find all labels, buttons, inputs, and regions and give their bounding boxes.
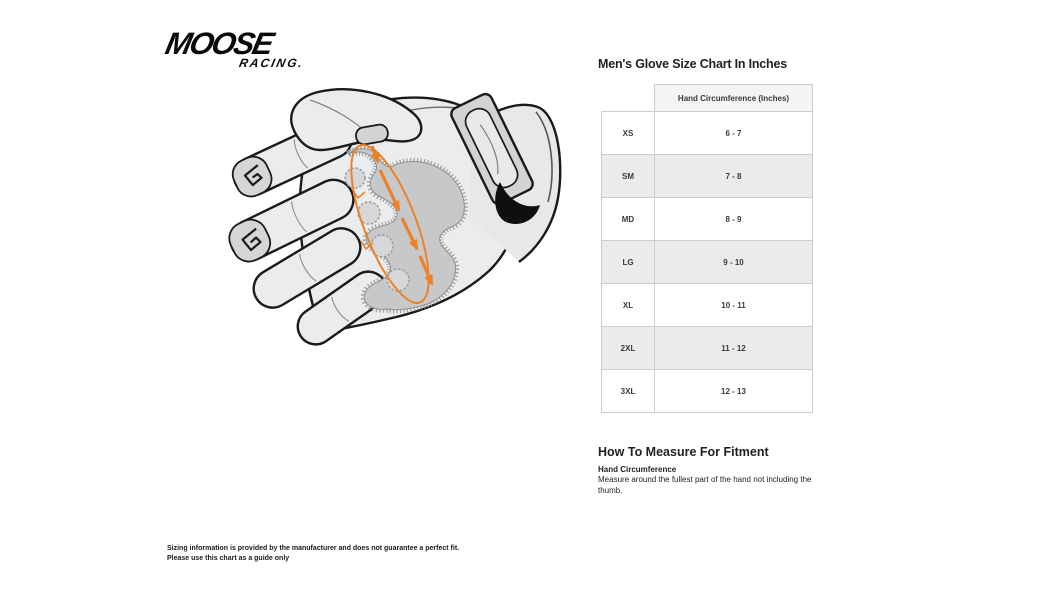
table-row: 3XL 12 - 13 <box>601 369 813 413</box>
table-row: LG 9 - 10 <box>601 240 813 284</box>
range-cell: 6 - 7 <box>654 111 813 155</box>
size-chart-title: Men's Glove Size Chart In Inches <box>598 57 787 71</box>
how-to-measure-section: How To Measure For Fitment Hand Circumfe… <box>598 445 820 496</box>
range-cell: 8 - 9 <box>654 197 813 241</box>
table-row: SM 7 - 8 <box>601 154 813 198</box>
glove-thumb-pad <box>355 123 389 146</box>
measure-instructions: Measure around the fullest part of the h… <box>598 475 812 495</box>
range-cell: 7 - 8 <box>654 154 813 198</box>
table-row: MD 8 - 9 <box>601 197 813 241</box>
range-cell: 11 - 12 <box>654 326 813 370</box>
glove-black-accent <box>495 182 540 225</box>
how-to-measure-heading: How To Measure For Fitment <box>598 445 769 459</box>
moose-racing-logo: MOOSE RACING. <box>162 26 306 70</box>
glove-pad-circles <box>344 167 410 292</box>
size-cell: XL <box>601 283 655 327</box>
hand-circumference-subheading: Hand Circumference <box>598 465 677 474</box>
glove-ring-finger <box>252 227 362 309</box>
table-row: 2XL 11 - 12 <box>601 326 813 370</box>
glove-thumb <box>290 88 423 152</box>
table-row: XL 10 - 11 <box>601 283 813 327</box>
disclaimer-line-2: Please use this chart as a guide only <box>167 555 290 563</box>
size-cell: LG <box>601 240 655 284</box>
glove-cuff-strap <box>450 92 534 206</box>
size-cell: XS <box>601 111 655 155</box>
disclaimer-line-1: Sizing information is provided by the ma… <box>167 545 460 552</box>
range-cell: 12 - 13 <box>654 369 813 413</box>
table-row: XS 6 - 7 <box>601 111 813 155</box>
hand-circumference-header-cell: Hand Circumference (Inches) <box>654 84 813 112</box>
range-cell: 9 - 10 <box>654 240 813 284</box>
sizing-disclaimer: Sizing information is provided by the ma… <box>167 544 459 564</box>
circumference-measurement-arrows <box>350 144 434 304</box>
size-cell: 2XL <box>601 326 655 370</box>
logo-wordmark-racing: RACING. <box>237 56 306 70</box>
size-cell: 3XL <box>601 369 655 413</box>
glove-palm-diagram <box>228 88 562 346</box>
range-cell: 10 - 11 <box>654 283 813 327</box>
glove-middle-finger <box>228 178 355 263</box>
size-cell: SM <box>601 154 655 198</box>
header-spacer-cell <box>601 84 655 112</box>
logo-wordmark-moose: MOOSE <box>162 26 276 61</box>
table-header-row: Hand Circumference (Inches) <box>601 84 813 112</box>
size-chart-table: Hand Circumference (Inches) XS 6 - 7 SM … <box>601 84 813 413</box>
size-cell: MD <box>601 197 655 241</box>
glove-illustration <box>222 78 562 398</box>
